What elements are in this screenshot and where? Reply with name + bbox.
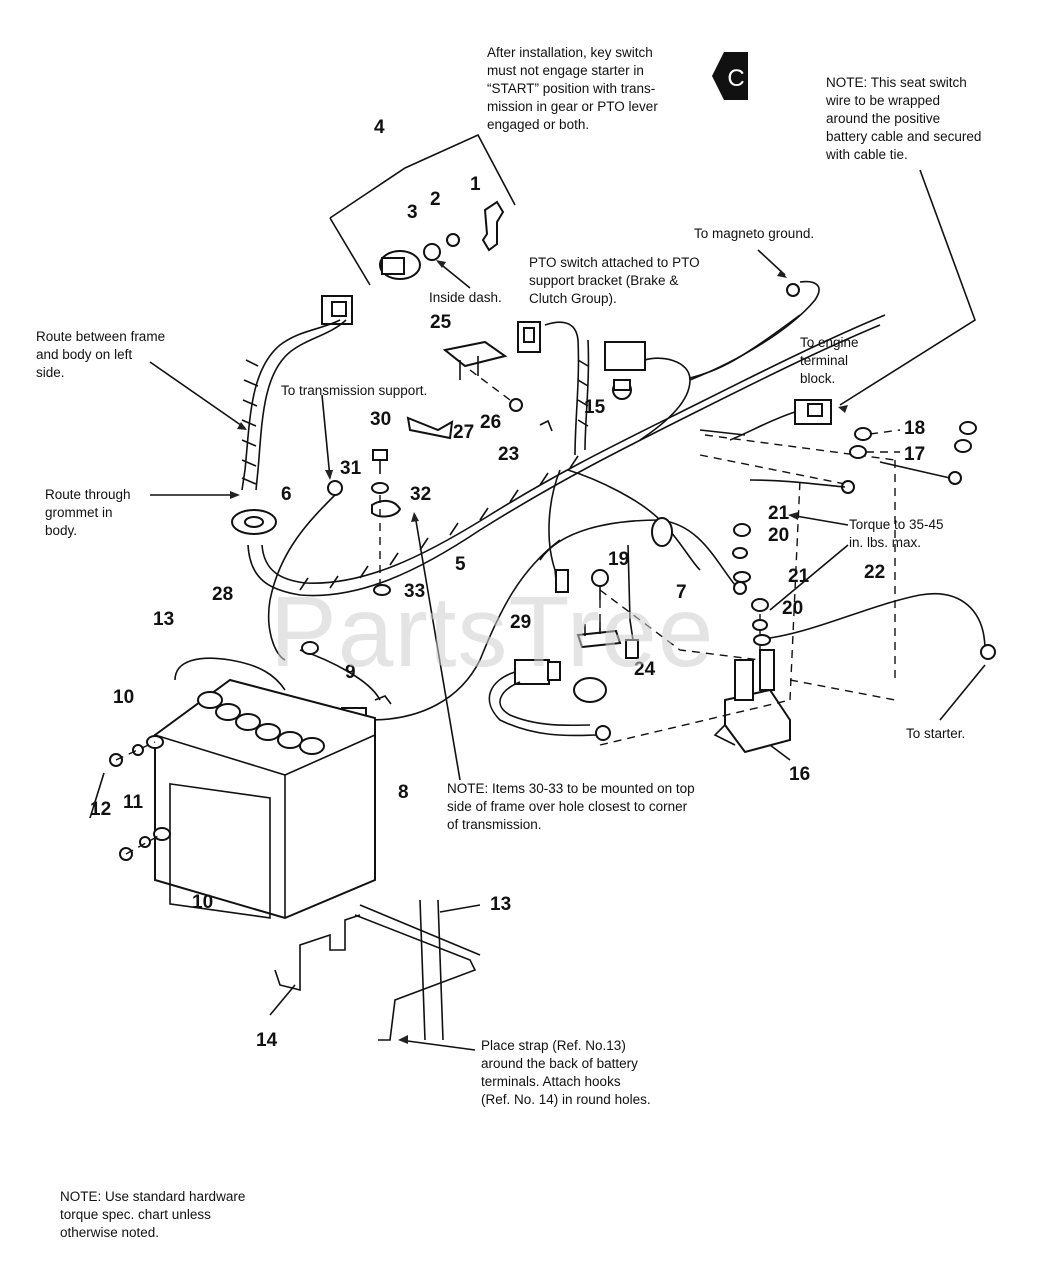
seat-switch-note: NOTE: This seat switch wire to be wrappe… <box>826 75 982 162</box>
install-note: After installation, key switch must not … <box>487 45 658 132</box>
battery-strap-upper <box>174 657 286 691</box>
callout-31: 31 <box>340 458 362 479</box>
callout-14: 14 <box>256 1030 278 1051</box>
cable-and-relays <box>488 434 896 746</box>
inside-dash-note: Inside dash. <box>429 290 502 305</box>
route-grommet-note: Route through grommet in body. <box>45 487 131 538</box>
pto-switch-note: PTO switch attached to PTO support brack… <box>529 255 700 306</box>
callout-2: 2 <box>430 189 441 210</box>
callout-15: 15 <box>584 397 606 418</box>
callout-7: 7 <box>676 582 687 603</box>
callout-22: 22 <box>864 562 885 583</box>
key-switch-group <box>329 133 516 289</box>
callout-3: 3 <box>407 202 418 223</box>
magneto-ground-note: To magneto ground. <box>694 226 815 241</box>
callout-16: 16 <box>789 764 810 785</box>
engine-terminal-note: To engine terminal block. <box>800 335 859 386</box>
callout-20b: 20 <box>782 598 803 619</box>
callout-27: 27 <box>453 422 474 443</box>
callout-13a: 13 <box>153 609 174 630</box>
svg-text:C: C <box>727 65 744 92</box>
callout-11: 11 <box>123 792 144 813</box>
leader-lines <box>89 361 461 819</box>
callout-24: 24 <box>634 659 656 680</box>
callout-32: 32 <box>410 484 431 505</box>
route-frame-note: Route between frame and body on left sid… <box>36 329 166 380</box>
callout-25: 25 <box>430 312 452 333</box>
callout-18: 18 <box>904 418 925 439</box>
callout-20a: 20 <box>768 525 789 546</box>
callout-6: 6 <box>281 484 292 505</box>
callout-8: 8 <box>398 782 409 803</box>
callout-30: 30 <box>370 409 391 430</box>
callout-10b: 10 <box>192 892 213 913</box>
strap-and-hooks <box>269 899 481 1051</box>
callout-21a: 21 <box>768 503 790 524</box>
callout-19: 19 <box>608 549 629 570</box>
callout-33: 33 <box>404 581 425 602</box>
starter-solenoid <box>713 479 849 761</box>
callout-29: 29 <box>510 612 531 633</box>
items-30-33-note: NOTE: Items 30-33 to be mounted on top s… <box>447 781 695 832</box>
callout-21b: 21 <box>788 566 810 587</box>
harness-connector <box>241 295 353 491</box>
callout-10a: 10 <box>113 687 134 708</box>
terminal-nuts <box>749 421 977 494</box>
callout-13b: 13 <box>490 894 511 915</box>
seat-switch-connector <box>729 169 976 441</box>
callouts: 1 2 3 4 5 6 7 8 9 10 10 11 12 13 13 14 1… <box>90 117 925 1051</box>
callout-17: 17 <box>904 444 925 465</box>
callout-28: 28 <box>212 584 233 605</box>
starter-note: To starter. <box>906 726 966 741</box>
grommet <box>231 509 277 535</box>
watermark: PartsTree <box>270 576 715 688</box>
hardware-torque-note: NOTE: Use standard hardware torque spec.… <box>60 1189 246 1240</box>
callout-12: 12 <box>90 799 111 820</box>
callout-5: 5 <box>455 554 466 575</box>
starter-cable <box>769 593 996 721</box>
ground-wire <box>267 394 343 661</box>
main-harness <box>247 314 886 597</box>
callout-4: 4 <box>374 117 385 138</box>
torque-note: Torque to 35-45 in. lbs. max. <box>849 517 944 550</box>
magneto-wire <box>689 249 820 381</box>
strap-note: Place strap (Ref. No.13) around the back… <box>481 1038 651 1107</box>
section-c-badge: C <box>712 52 748 100</box>
callout-23: 23 <box>498 444 519 465</box>
callout-9: 9 <box>345 662 356 683</box>
transmission-support-note: To transmission support. <box>281 383 428 398</box>
small-hardware <box>406 340 632 440</box>
battery <box>109 678 376 920</box>
callout-1: 1 <box>470 174 481 195</box>
mount-hardware <box>371 449 402 596</box>
callout-26: 26 <box>480 412 501 433</box>
